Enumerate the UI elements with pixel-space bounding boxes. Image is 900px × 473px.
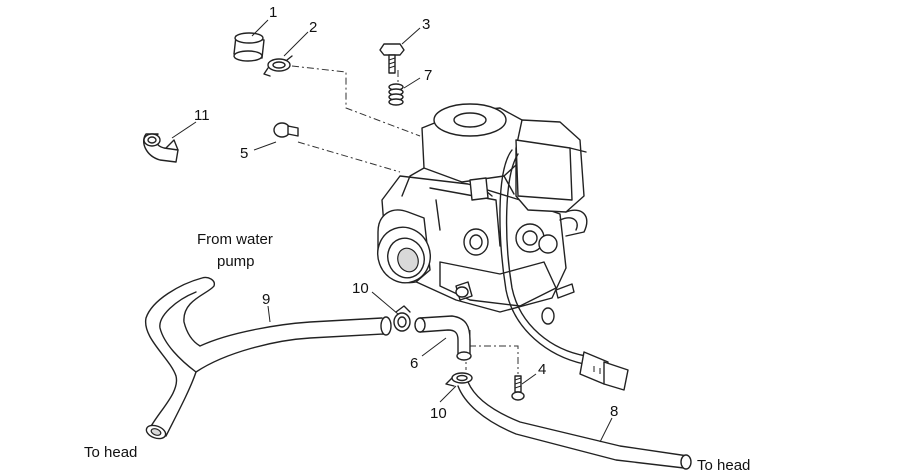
part-10-clip-lower bbox=[445, 372, 473, 387]
part-4-screw bbox=[511, 375, 525, 401]
callout-7: 7 bbox=[424, 67, 432, 84]
leader-lines bbox=[171, 19, 613, 443]
caption-to-head-left: To head bbox=[84, 444, 137, 461]
caption-from-water-pump-line1: From water bbox=[197, 231, 273, 248]
part-7-spring bbox=[388, 83, 404, 106]
part-2-clip bbox=[263, 55, 293, 77]
part-6-elbow-fitting bbox=[414, 315, 472, 361]
callout-11: 11 bbox=[194, 107, 210, 124]
callout-6: 6 bbox=[410, 355, 418, 372]
callout-5: 5 bbox=[240, 145, 248, 162]
callout-2: 2 bbox=[309, 19, 317, 36]
callout-8: 8 bbox=[610, 403, 618, 420]
part-3-screw bbox=[379, 43, 405, 74]
callout-labels: 1 2 3 4 5 6 7 8 9 10 10 11 bbox=[194, 4, 618, 422]
caption-from-water-pump-line2: pump bbox=[217, 253, 255, 270]
callout-4: 4 bbox=[538, 361, 546, 378]
captions: From water pump To head To head bbox=[84, 231, 750, 473]
part-11-clamp bbox=[142, 133, 179, 163]
callout-9: 9 bbox=[262, 291, 270, 308]
part-8-hose bbox=[457, 381, 692, 470]
callout-10-lower: 10 bbox=[430, 405, 447, 422]
carburetor-body bbox=[377, 103, 588, 325]
caption-to-head-right: To head bbox=[697, 457, 750, 473]
part-1-cap bbox=[233, 32, 265, 62]
callout-1: 1 bbox=[269, 4, 277, 21]
part-9-hose bbox=[145, 276, 392, 440]
part-5-bolt bbox=[273, 122, 299, 138]
callout-10-upper: 10 bbox=[352, 280, 369, 297]
heater-cable-connector bbox=[499, 149, 629, 391]
part-10-clip-upper bbox=[393, 305, 411, 332]
callout-3: 3 bbox=[422, 16, 430, 33]
